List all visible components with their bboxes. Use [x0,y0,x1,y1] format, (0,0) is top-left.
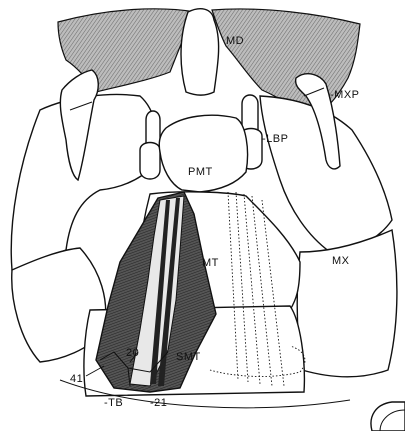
label-pmt: PMT [188,166,213,178]
prementum [159,115,247,192]
label-mxp: -MXP [330,89,360,101]
label-mt: MT [202,257,219,269]
label-tb: -TB [104,397,123,409]
label-smt: SMT [176,351,201,363]
maxilla-right-lower [297,230,397,377]
label-md: MD [226,35,244,47]
label-21: -21 [150,397,167,409]
label-lbp: -LBP [262,133,288,145]
labial-palp-left-seg [140,143,160,180]
label-mx: MX [332,255,350,267]
label-41: 41 [70,373,83,385]
mandible-incisor [181,9,219,95]
